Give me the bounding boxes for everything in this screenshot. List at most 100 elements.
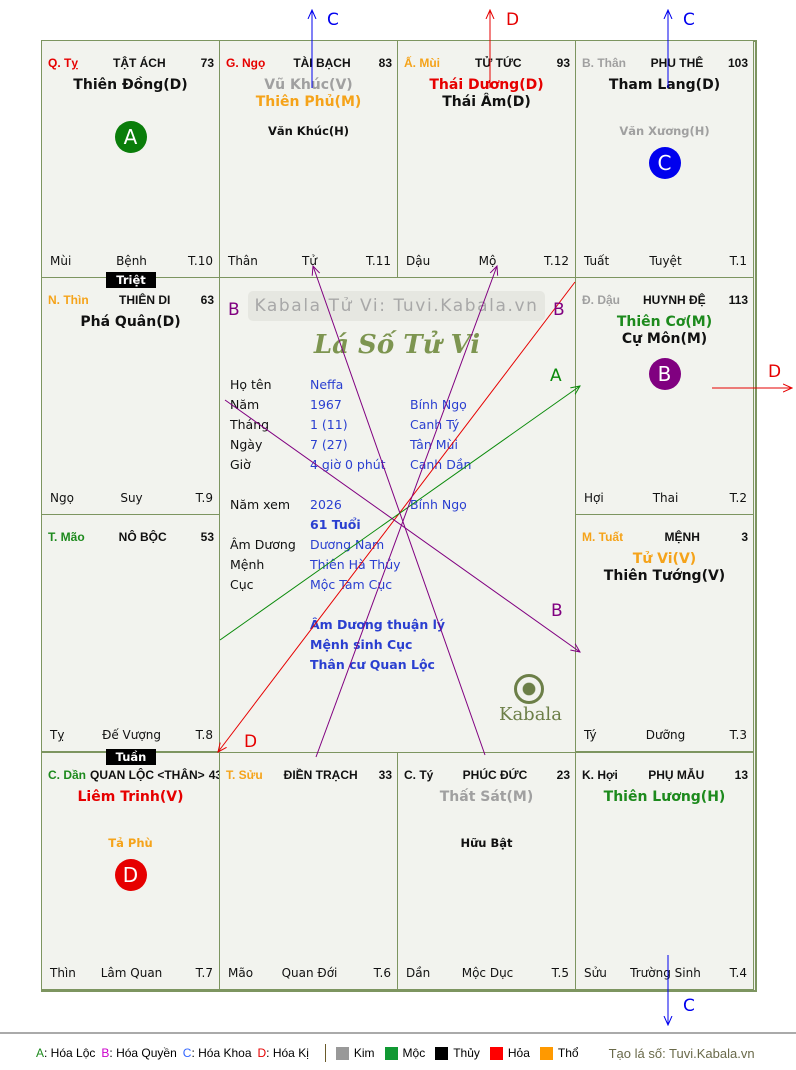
transform-badge-b: B xyxy=(648,358,681,390)
palace-stage: Suy xyxy=(120,491,143,505)
palace-canchi: Ấ. Mùi xyxy=(404,56,440,70)
minor-star: Tả Phù xyxy=(108,836,153,850)
info-label: Âm Dương xyxy=(230,537,296,552)
main-star: Thiên Phủ(M) xyxy=(255,94,362,110)
legend-transform: A: Hóa Lộc xyxy=(36,1046,95,1060)
palace-footer: Tý Dưỡng T.3 xyxy=(584,728,747,744)
palace-stage: Đế Vượng xyxy=(102,728,161,742)
info-note: Thân cư Quan Lộc xyxy=(230,655,560,675)
palace-age: 23 xyxy=(556,768,570,782)
palace-branch: Tý xyxy=(584,728,597,742)
label-d-2: D xyxy=(768,362,782,382)
info-row: Cục Mộc Tam Cục xyxy=(230,575,560,595)
info-label: Tháng xyxy=(230,417,270,432)
main-star: Thái Dương(D) xyxy=(429,77,544,93)
palace-stage: Tuyệt xyxy=(649,254,682,268)
palace-stage: Dưỡng xyxy=(645,728,686,742)
logo-text: Kabala xyxy=(499,704,562,725)
info-label: Cục xyxy=(230,577,254,592)
info-value: Dương Nam xyxy=(310,537,385,552)
palace-month: T.10 xyxy=(188,254,213,268)
palace-stage: Mộc Dục xyxy=(461,966,514,980)
color-swatch-icon xyxy=(435,1047,449,1061)
chart-title: Lá Số Tử Vi xyxy=(313,330,481,360)
minor-star: Hữu Bật xyxy=(460,836,513,850)
info-value-secondary: Bính Ngọ xyxy=(410,497,467,512)
label-b-3: B xyxy=(551,601,563,621)
legend-key: D xyxy=(257,1046,267,1060)
palace-age: 83 xyxy=(378,56,392,70)
palace-age: 93 xyxy=(556,56,570,70)
info-value: Neffa xyxy=(310,377,344,392)
legend-text: Hỏa xyxy=(507,1045,530,1060)
label-b-1: B xyxy=(228,300,240,320)
info-value: Mộc Tam Cục xyxy=(310,577,393,592)
legend-transform: D: Hóa Kị xyxy=(258,1046,309,1060)
palace-name: PHÚC ĐỨC xyxy=(462,768,528,782)
palace-stage: Thai xyxy=(652,491,679,505)
palace-branch: Tỵ xyxy=(50,728,65,742)
label-c-1: C xyxy=(327,10,339,30)
legend-key: A xyxy=(36,1046,45,1060)
palace-canchi: G. Ngọ xyxy=(226,56,266,70)
palace-age: 63 xyxy=(200,293,214,307)
palace-stage: Lâm Quan xyxy=(100,966,163,980)
info-label: Năm xem xyxy=(230,497,291,512)
info-value: 1 (11) xyxy=(310,417,348,432)
palace-stage: Quan Đới xyxy=(281,966,338,980)
info-value-secondary: Bính Ngọ xyxy=(410,397,467,412)
palace-stage: Trường Sinh xyxy=(630,966,701,980)
quyen-arrow-1 xyxy=(313,266,486,756)
quyen-arrow-2 xyxy=(315,266,497,758)
palace-name: TẬT ÁCH xyxy=(112,56,166,70)
main-star: Liêm Trinh(V) xyxy=(77,789,184,805)
legend-text: : Hóa Quyền xyxy=(109,1046,177,1060)
info-value: 7 (27) xyxy=(310,437,348,452)
palace-name: PHU THÊ xyxy=(650,56,704,70)
palace-canchi: K. Hợi xyxy=(582,768,618,782)
color-swatch-icon xyxy=(539,1047,553,1061)
main-stars: Tham Lang(D) xyxy=(576,77,753,94)
credit-link[interactable]: Tạo lá số: Tuvi.Kabala.vn xyxy=(608,1045,755,1061)
palace-branch: Mùi xyxy=(50,254,72,268)
minor-stars: Hữu Bật xyxy=(398,835,575,851)
palace-name: TÀI BẠCH xyxy=(293,56,351,70)
tuan-tag: Tuần xyxy=(106,749,156,765)
info-note: Âm Dương thuận lý xyxy=(230,615,560,635)
palace-month: T.3 xyxy=(729,728,747,742)
label-d-3: D xyxy=(244,732,258,752)
palace-canchi: M. Tuất xyxy=(582,530,624,544)
main-stars: Thiên Lương(H) xyxy=(576,789,753,806)
kabala-logo: Kabala xyxy=(499,674,562,725)
ky-arrow-quan-loc xyxy=(218,281,576,752)
main-star: Thiên Cơ(M) xyxy=(616,314,713,330)
palace-month: T.6 xyxy=(373,966,391,980)
palace-branch: Sửu xyxy=(584,966,607,980)
palace-branch: Hợi xyxy=(584,491,604,505)
palace-name: TỬ TỨC xyxy=(475,56,522,70)
